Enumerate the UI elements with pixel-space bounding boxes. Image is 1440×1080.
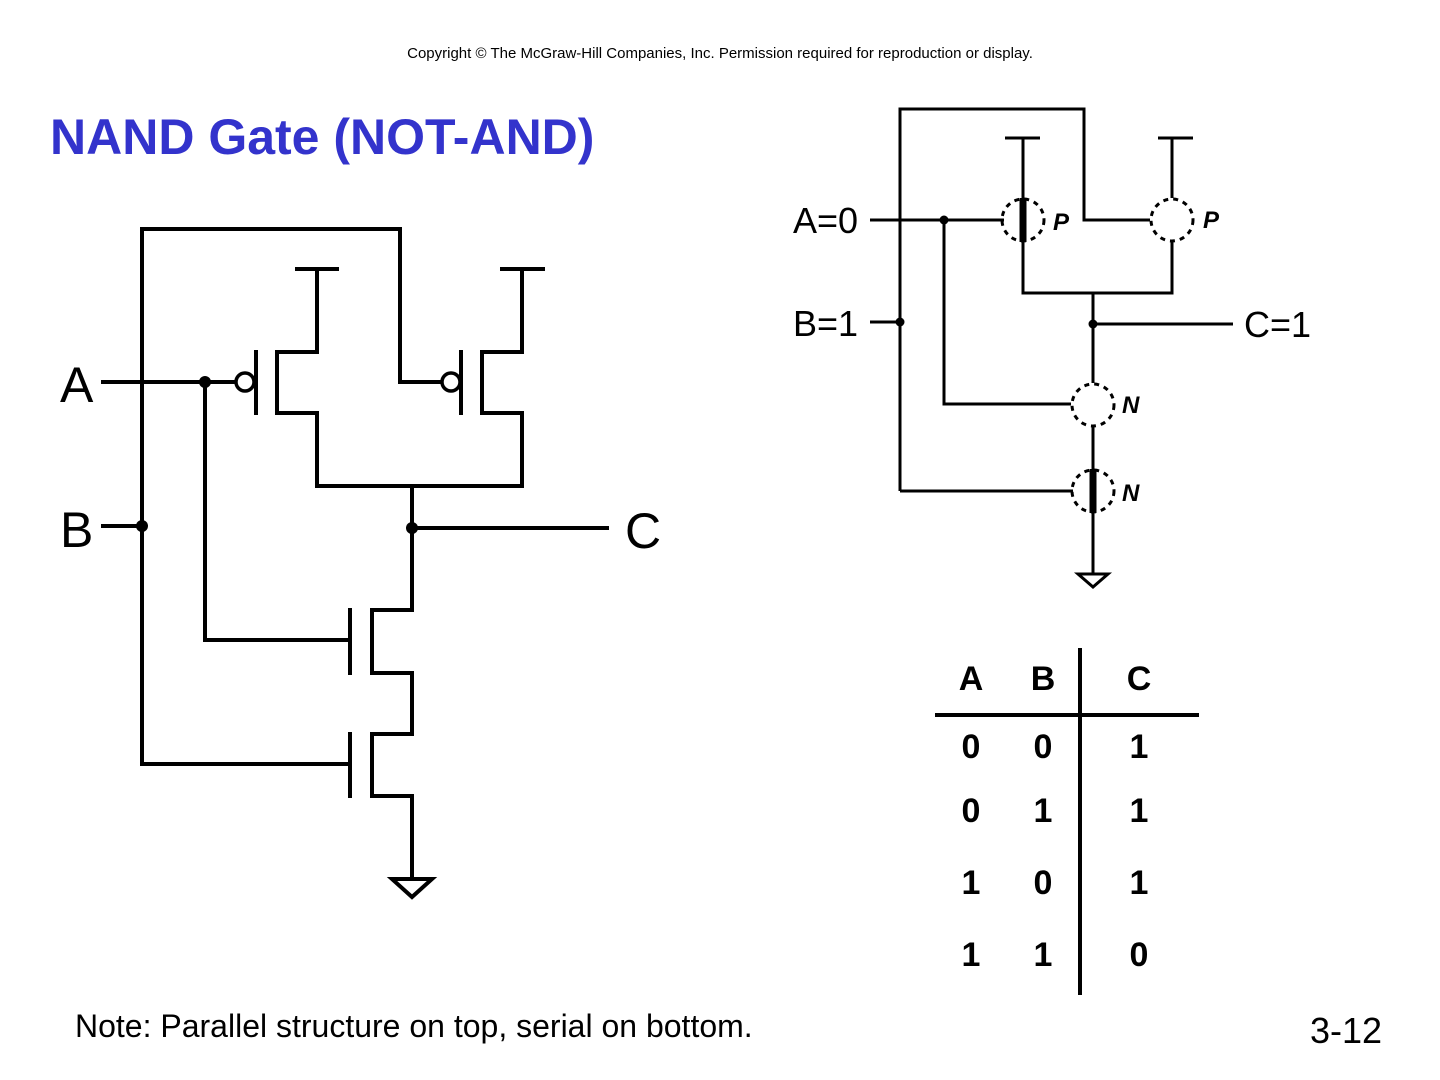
sw-b-loop [898, 107, 1150, 491]
sw-junction-a [939, 215, 949, 225]
pmos-label-2: P [1203, 207, 1220, 234]
sw-junction-c [1088, 319, 1098, 329]
pmos2-channel [480, 267, 524, 488]
junction-dot-c [406, 522, 418, 534]
junction-dot-a [199, 376, 211, 388]
truth-cell: 0 [1034, 728, 1053, 766]
nmos-channels [370, 608, 414, 880]
switch-model-wires [870, 107, 1233, 589]
pmos1-inversion-bubble [234, 371, 256, 393]
schematic-label-c: C [625, 503, 661, 559]
truth-cell: 0 [962, 792, 981, 830]
sw-junction-b [895, 317, 905, 327]
sw-a-nmos-wire [942, 220, 1071, 406]
ground-icon [386, 877, 438, 900]
truth-header-b: B [1031, 660, 1056, 698]
truth-cell: 0 [962, 728, 981, 766]
a-nmos-gate-wire [203, 380, 350, 642]
truth-cell: 0 [1130, 936, 1149, 974]
slide-note: Note: Parallel structure on top, serial … [75, 1008, 753, 1044]
sw-label-b: B=1 [793, 303, 858, 344]
pmos-b-switch-open [1149, 197, 1195, 243]
nmos-label-1: N [1122, 392, 1140, 419]
slide-title: NAND Gate (NOT-AND) [50, 109, 595, 165]
copyright-notice: Copyright © The McGraw-Hill Companies, I… [407, 45, 1033, 62]
truth-row: 1 1 0 [962, 936, 1149, 974]
truth-table: A B C 0 0 1 0 1 1 1 0 1 1 1 0 [935, 648, 1199, 995]
schematic-label-b: B [60, 502, 93, 558]
nmos-label-2: N [1122, 480, 1140, 507]
truth-cell: 1 [962, 936, 981, 974]
schematic-label-a: A [60, 357, 94, 413]
truth-cell: 1 [1130, 864, 1149, 902]
pmos2-inversion-bubble [440, 371, 462, 393]
truth-header-c: C [1127, 660, 1152, 698]
sw-label-c: C=1 [1244, 304, 1311, 345]
truth-cell: 1 [962, 864, 981, 902]
truth-cell: 1 [1034, 792, 1053, 830]
junction-dot-b [136, 520, 148, 532]
b-wire-top [140, 227, 442, 765]
sw-label-a: A=0 [793, 200, 858, 241]
page-number: 3-12 [1310, 1010, 1383, 1051]
truth-header-a: A [959, 660, 984, 698]
schematic-wires [101, 227, 609, 900]
truth-row: 0 0 1 [962, 728, 1149, 766]
truth-cell: 1 [1034, 936, 1053, 974]
pmos-label-1: P [1053, 209, 1070, 236]
truth-row: 0 1 1 [962, 792, 1149, 830]
nmos-a-switch-open [1070, 382, 1116, 428]
truth-cell: 1 [1130, 792, 1149, 830]
sw-ground-icon [1073, 572, 1113, 589]
truth-cell: 1 [1130, 728, 1149, 766]
sw-pmos-bus [1021, 242, 1174, 295]
truth-cell: 0 [1034, 864, 1053, 902]
truth-row: 1 0 1 [962, 864, 1149, 902]
pmos1-channel [275, 267, 319, 488]
